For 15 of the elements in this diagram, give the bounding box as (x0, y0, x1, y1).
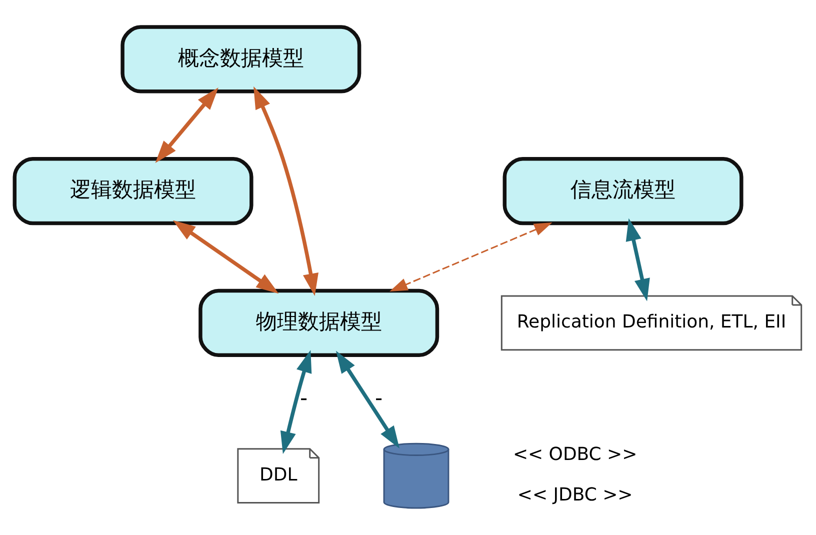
node-box: 逻辑数据模型 (12, 156, 254, 226)
arrow (280, 350, 312, 454)
arrow (390, 222, 552, 292)
node-label: << ODBC >> (512, 444, 638, 466)
node-box: 物理数据模型 (198, 288, 440, 358)
edge-label: - (300, 386, 308, 410)
arrow (254, 86, 318, 296)
arrow (336, 350, 400, 449)
arrow (155, 88, 218, 163)
node-box: 概念数据模型 (120, 25, 362, 94)
arrow (172, 220, 279, 294)
edge-label: - (374, 386, 383, 410)
arrow (626, 218, 650, 302)
node-box: 信息流模型 (502, 156, 744, 226)
node-label: << JDBC >> (517, 484, 633, 506)
